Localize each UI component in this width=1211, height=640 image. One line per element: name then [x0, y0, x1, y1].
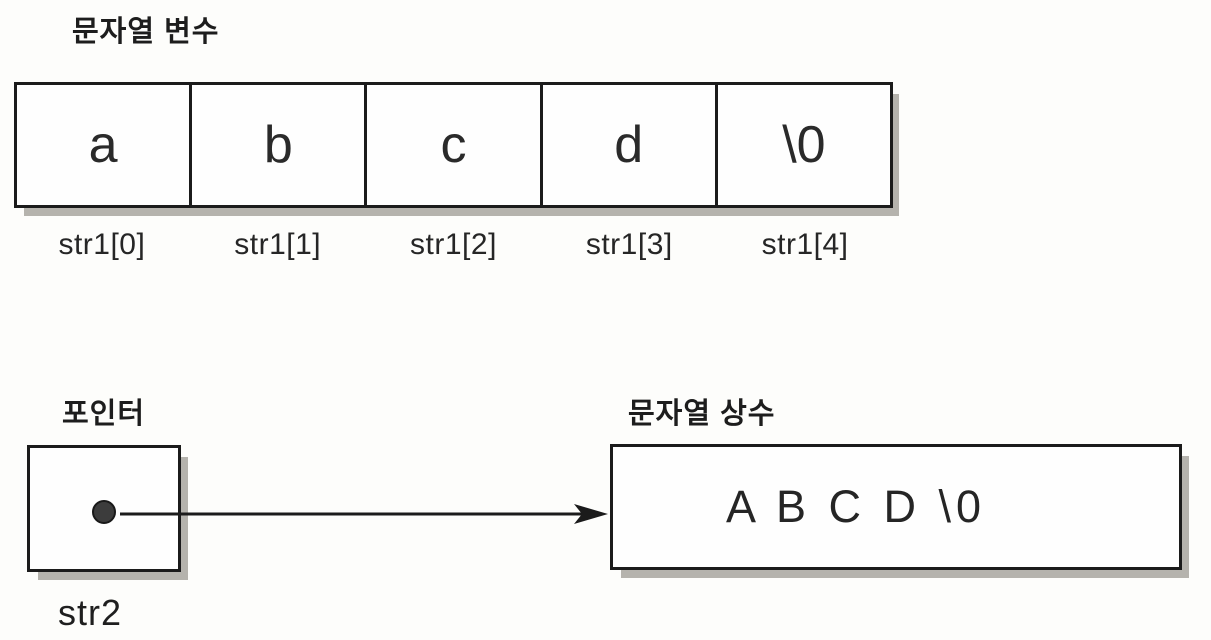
array-cell-2-value: c [440, 116, 467, 174]
array-cell-0: a [17, 85, 193, 205]
pointer-name: str2 [58, 592, 123, 633]
array-cell-1-value: b [263, 116, 293, 174]
string-constant-box: A B C D \0 [610, 444, 1182, 570]
index-label-0: str1[0] [58, 228, 146, 261]
string-constant-label: 문자열 상수 [628, 398, 776, 430]
string-constant-value: A B C D \0 [725, 481, 987, 532]
array-cell-4-value: \0 [782, 116, 826, 174]
array-cell-1: b [192, 85, 368, 205]
index-label-1: str1[1] [234, 228, 322, 261]
array-cell-0-value: a [88, 116, 118, 174]
index-row: str1[0] str1[1] str1[2] str1[3] str1[4] [14, 228, 893, 262]
string-variable-array: a b c d \0 [14, 82, 893, 208]
pointer-arrow [120, 504, 608, 524]
array-cell-3: d [543, 85, 718, 205]
index-label-4: str1[4] [761, 228, 849, 261]
pointer-dot-icon [92, 499, 116, 524]
pointer-label: 포인터 [62, 398, 146, 430]
index-label-2: str1[2] [410, 228, 497, 261]
string-variable-label: 문자열 변수 [72, 16, 220, 48]
array-cell-4: \0 [718, 85, 890, 205]
index-label-3: str1[3] [585, 228, 673, 261]
array-cell-2: c [367, 85, 543, 205]
pointer-box [27, 445, 181, 572]
array-cell-3-value: d [614, 116, 644, 174]
